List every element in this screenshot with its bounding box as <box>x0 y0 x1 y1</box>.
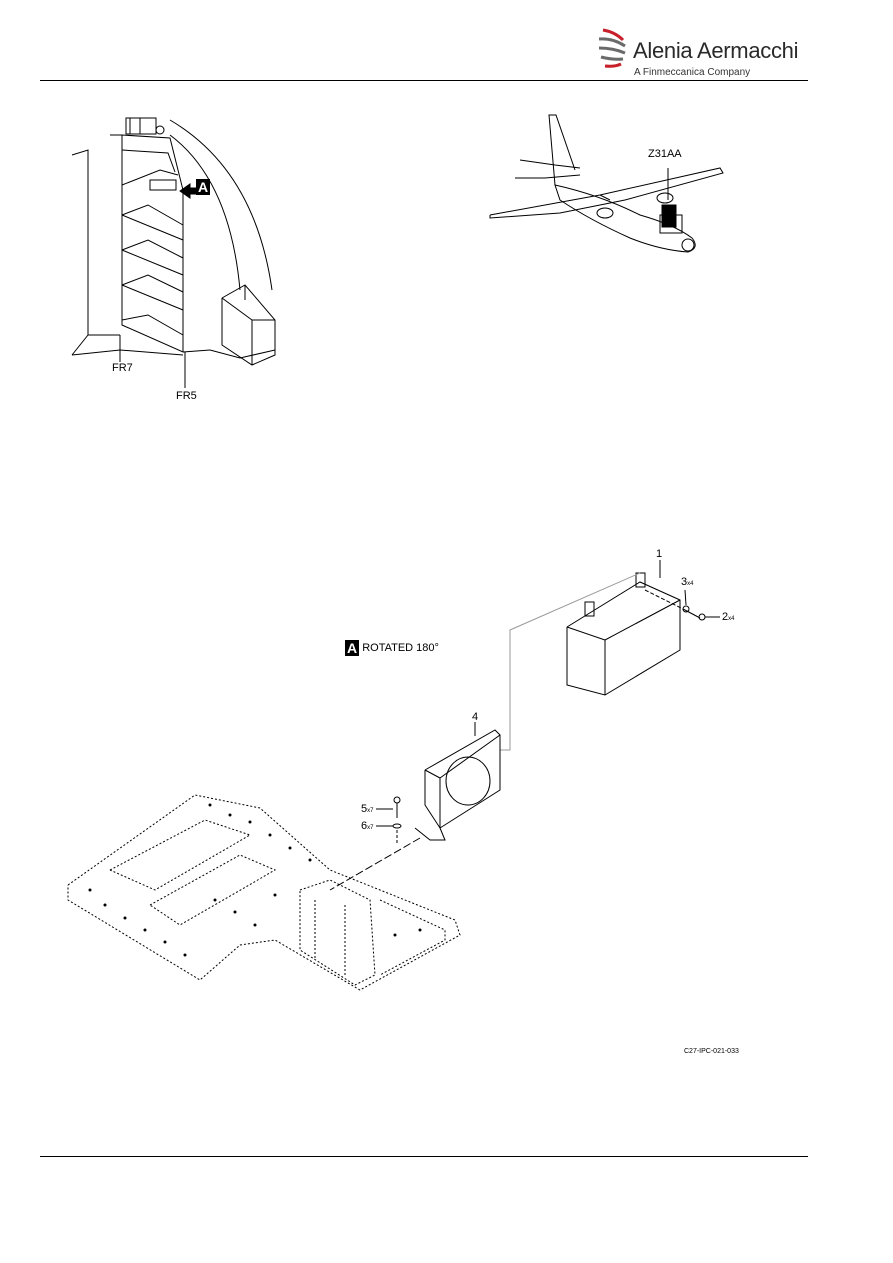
zone-highlight <box>661 204 677 228</box>
cabinet-view <box>71 117 276 388</box>
view-a-letter: A <box>196 178 211 195</box>
footer-rule <box>40 1156 808 1157</box>
item-callout-4: 4 <box>472 711 479 723</box>
item-callout-6: 6x7 <box>361 820 374 832</box>
item-callout-2: 2x4 <box>722 611 735 623</box>
floor-plate <box>67 794 461 991</box>
items-5-6-hardware <box>329 796 421 891</box>
figure-reference: C27-IPC-021-033 <box>684 1048 739 1055</box>
plate-holes <box>88 803 422 957</box>
view-a-caption-note: ROTATED 180° <box>362 641 439 654</box>
header-rule <box>40 80 808 81</box>
item-callout-3: 3x4 <box>681 576 694 588</box>
view-a-caption: A ROTATED 180° <box>345 640 439 656</box>
logo-swoosh-icon <box>598 28 626 68</box>
item-4-bracket <box>414 722 501 841</box>
view-a-caption-letter: A <box>345 640 360 656</box>
item-1-unit <box>566 560 720 696</box>
brand-name: Alenia Aermacchi <box>633 38 799 63</box>
frame-label-fr5: FR5 <box>176 390 197 402</box>
item-callout-1: 1 <box>656 548 663 560</box>
aircraft-view <box>489 114 724 253</box>
item-callout-5: 5x7 <box>361 803 374 815</box>
frame-label-fr7: FR7 <box>112 362 133 374</box>
zone-label: Z31AA <box>648 148 682 160</box>
view-a-marker: A <box>196 178 211 196</box>
brand-tagline: A Finmeccanica Company <box>634 67 751 78</box>
